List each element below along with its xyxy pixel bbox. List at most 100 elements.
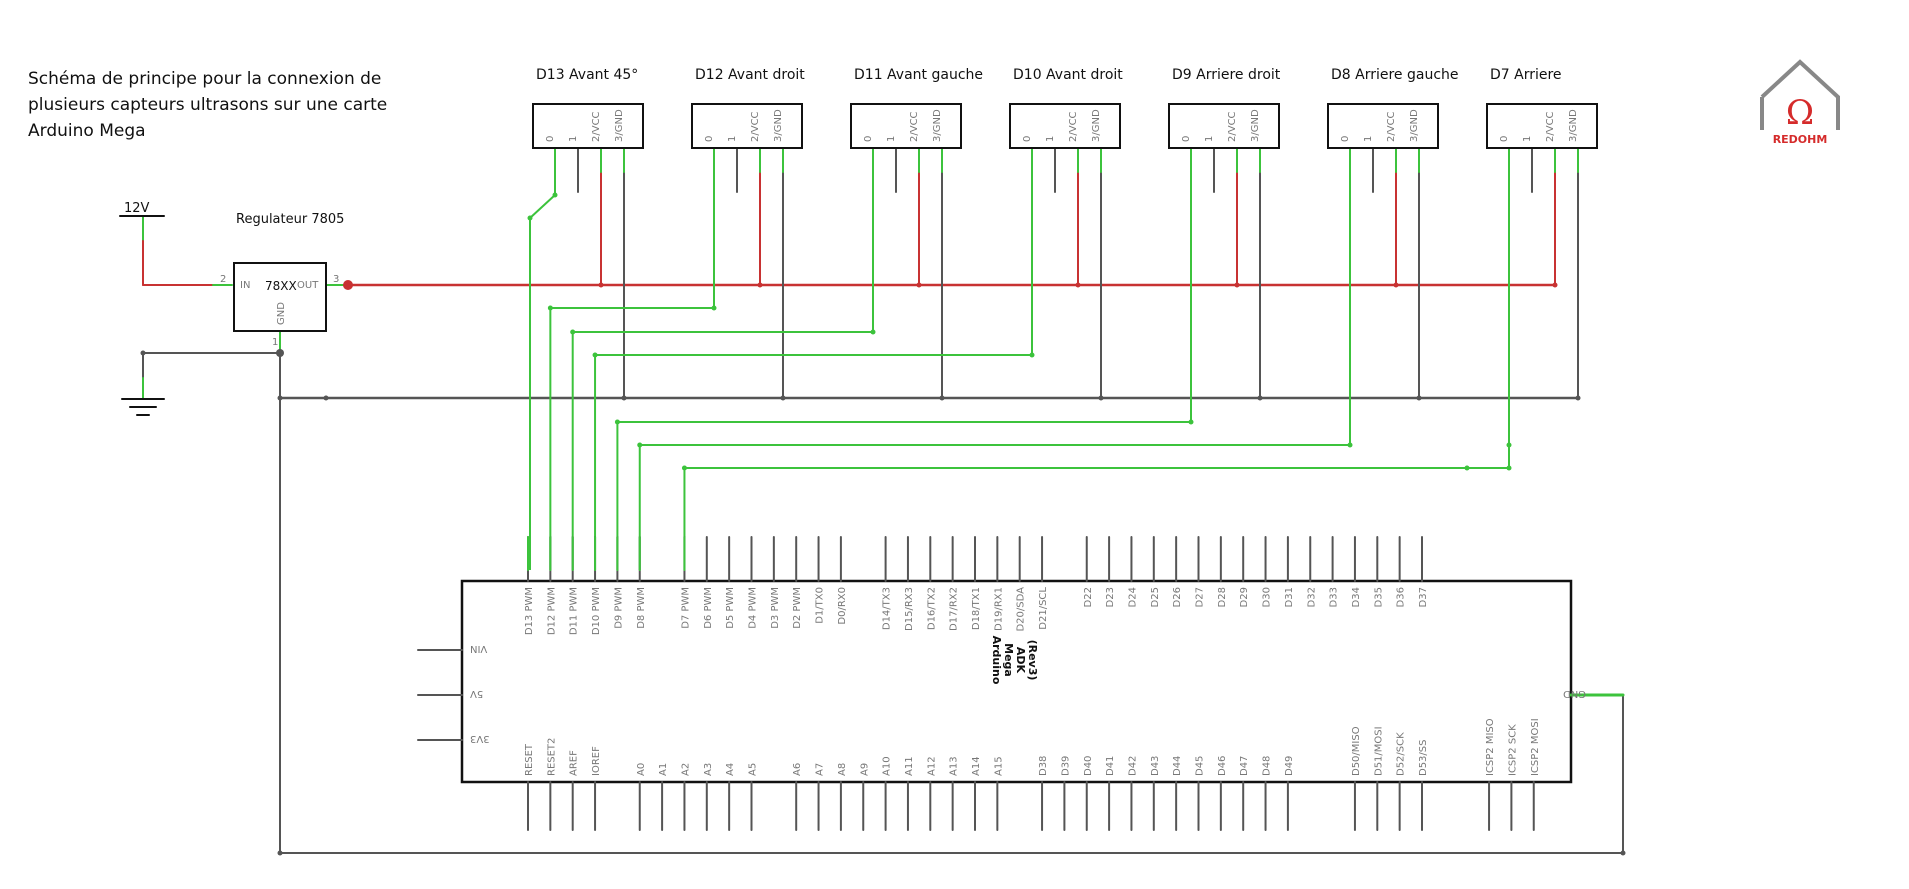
junction-dot — [1393, 282, 1399, 288]
arduino-pin-label: IOREF — [591, 746, 602, 776]
sensor-pin-label: 3/GND — [1250, 109, 1261, 142]
arduino-pin-label: A14 — [971, 756, 982, 776]
sensor-pin-label: 3/GND — [932, 109, 943, 142]
arduino-pin-label: D41 — [1105, 756, 1116, 776]
sensor-label: D8 Arriere gauche — [1331, 67, 1459, 83]
junction-dot — [140, 350, 146, 356]
arduino-pin-label: D44 — [1172, 756, 1183, 776]
junction-dot — [1188, 419, 1194, 425]
regulator-gnd-label: GND — [276, 302, 287, 325]
arduino-pin-label: D37 — [1418, 587, 1429, 607]
junction-dot — [527, 215, 533, 221]
junction-dot — [552, 192, 558, 198]
regulator-in-label: IN — [240, 280, 250, 291]
arduino-pin-label: D43 — [1150, 756, 1161, 776]
arduino-pin-label: D27 — [1195, 587, 1206, 607]
junction-dot — [1347, 442, 1353, 448]
arduino-pin-label: D20/SDA — [1016, 587, 1027, 632]
sensor-pin-label: 1 — [1522, 136, 1533, 142]
regulator-pin-gnd: 1 — [272, 337, 278, 348]
signal-wire-d9 — [616, 148, 1192, 570]
sensor-pin-label: 0 — [545, 136, 556, 142]
arduino-pin-label: D17/RX2 — [949, 587, 960, 631]
arduino-pin-label: RESET2 — [546, 738, 557, 776]
arduino-pin-label: A3 — [703, 763, 714, 776]
regulator-out-label: OUT — [297, 280, 319, 291]
junction-dot — [637, 442, 643, 448]
sensor-pin-label: 2/VCC — [909, 111, 920, 142]
arduino-pin-label: D32 — [1306, 587, 1317, 607]
sensor-body — [532, 103, 644, 149]
arduino-pin-label: D29 — [1239, 587, 1250, 607]
arduino-pin-label: D31 — [1284, 587, 1295, 607]
arduino-pin-label: D8 PWM — [636, 587, 647, 629]
arduino-pin-label: 5V — [470, 688, 483, 699]
ground-wire — [142, 352, 280, 378]
arduino-pin-label: D50/MISO — [1351, 726, 1362, 776]
sensor-pin-label: 2/VCC — [1545, 111, 1556, 142]
arduino-pin-label: ICSP2 SCK — [1507, 724, 1518, 776]
arduino-pin-label: D38 — [1038, 756, 1049, 776]
sensor-pin-label: 3/GND — [1568, 109, 1579, 142]
arduino-name: ADK — [1014, 647, 1027, 674]
arduino-pin-label: A10 — [882, 756, 893, 776]
arduino-pin-label: A9 — [859, 763, 870, 776]
arduino-pin-label: D30 — [1262, 587, 1273, 607]
sensor-pin-label: 1 — [568, 136, 579, 142]
junction-dot — [916, 282, 922, 288]
arduino-pin-label: AREF — [569, 750, 580, 776]
junction-dot — [1506, 465, 1512, 471]
sensor-label: D9 Arriere droit — [1172, 67, 1281, 83]
arduino-pin-label: D7 PWM — [680, 587, 691, 629]
sensor-body — [1168, 103, 1280, 149]
junction-dot — [277, 395, 283, 401]
arduino-pin-label: A2 — [680, 763, 691, 776]
page-title: Schéma de principe pour la connexion de … — [28, 69, 388, 141]
sensor-label: D12 Avant droit — [695, 67, 805, 83]
junction-dot — [598, 282, 604, 288]
sensor-pin-label: 2/VCC — [1227, 111, 1238, 142]
arduino-pin-label: D12 PWM — [546, 587, 557, 635]
junction-dot — [323, 395, 329, 401]
arduino-pin-label: A12 — [926, 756, 937, 776]
sensor-body — [691, 103, 803, 149]
arduino-pin-label: D5 PWM — [725, 587, 736, 629]
arduino-pin-label: D33 — [1329, 587, 1340, 607]
arduino-pin-label: ICSP2 MISO — [1485, 718, 1496, 776]
arduino-pin-label: D15/RX3 — [904, 587, 915, 631]
junction-dot — [1575, 395, 1581, 401]
signal-wire-d12 — [549, 148, 715, 570]
arduino-pin-label: D19/RX1 — [993, 587, 1004, 631]
arduino-pin-label: D18/TX1 — [971, 587, 982, 630]
junction-dot — [1464, 465, 1470, 471]
arduino-pin-label: VIN — [470, 643, 487, 654]
junction-dot — [1257, 395, 1263, 401]
sensor-pin-label: 2/VCC — [750, 111, 761, 142]
sensor-pin-label: 0 — [863, 136, 874, 142]
arduino-pin-label: D22 — [1083, 587, 1094, 607]
sensor-body — [850, 103, 962, 149]
sensor-pin-label: 0 — [1340, 136, 1351, 142]
junction-dot — [757, 282, 763, 288]
arduino-pin-label: D42 — [1127, 756, 1138, 776]
arduino-pin-label: D28 — [1217, 587, 1228, 607]
arduino-pin-label: D25 — [1150, 587, 1161, 607]
junction-dot — [939, 395, 945, 401]
regulator-pin-in: 2 — [220, 274, 226, 285]
junction-dot — [1029, 352, 1035, 358]
arduino-pin-label: A11 — [904, 756, 915, 776]
sensor-pin-label: 1 — [1204, 136, 1215, 142]
sensor-pin-label: 1 — [727, 136, 738, 142]
arduino-pin-label: ICSP2 MOSI — [1530, 718, 1541, 776]
arduino-pin-label: D49 — [1284, 756, 1295, 776]
arduino-name: Arduino — [990, 636, 1003, 685]
logo-roof — [1760, 59, 1840, 130]
arduino-pin-label: A8 — [837, 763, 848, 776]
arduino-pin-label: D51/MOSI — [1373, 726, 1384, 776]
